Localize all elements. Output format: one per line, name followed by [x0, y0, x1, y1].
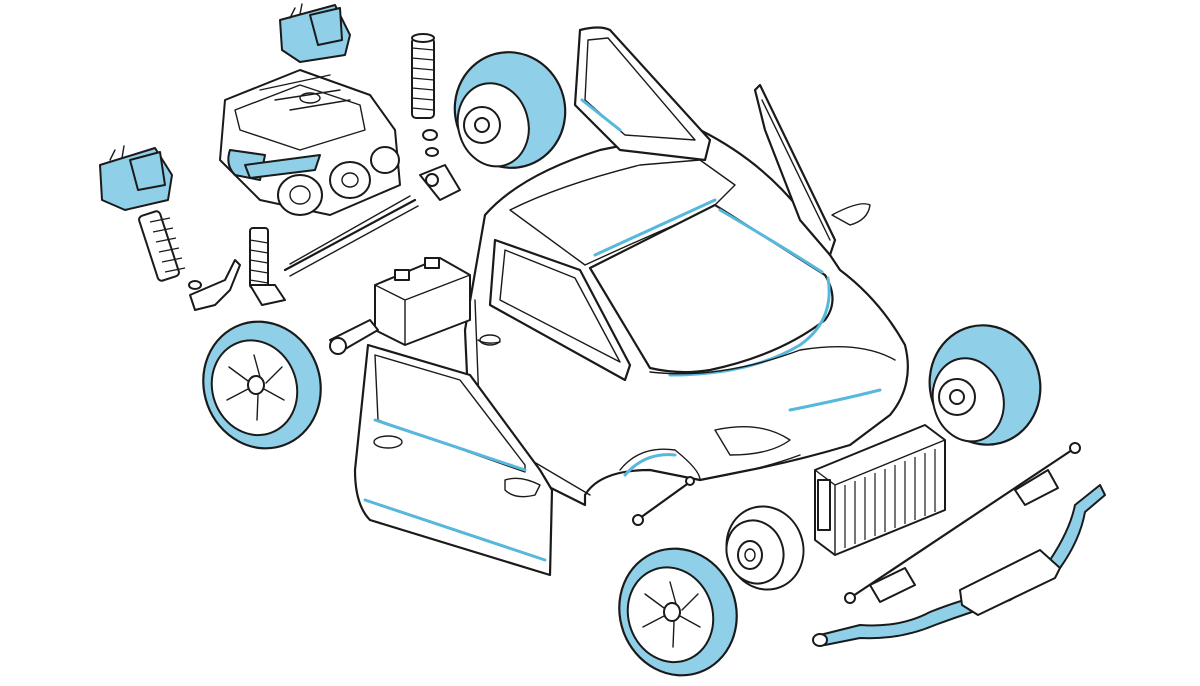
wheel-rear-right [453, 51, 567, 169]
brake-caliper-left [99, 145, 173, 211]
open-front-door [353, 343, 554, 577]
car-body [463, 128, 909, 507]
shock-absorber-left [138, 210, 202, 290]
engine [219, 69, 401, 216]
wheel-front-left [618, 547, 738, 677]
steering-rod [283, 164, 461, 277]
shock-absorber-top [411, 33, 439, 157]
open-rear-door [573, 26, 712, 162]
brake-caliper-top [279, 3, 351, 63]
drive-shaft [844, 442, 1081, 604]
control-arm-left [189, 259, 241, 311]
open-passenger-door [753, 83, 871, 257]
battery [329, 257, 471, 355]
exhaust-system [812, 484, 1106, 647]
brake-disc [725, 505, 805, 591]
radiator [814, 424, 946, 556]
strut-spring [249, 227, 286, 306]
wheel-rear-left [202, 320, 322, 450]
tie-rod-bolt [632, 476, 695, 526]
wheel-front-right [928, 324, 1042, 446]
